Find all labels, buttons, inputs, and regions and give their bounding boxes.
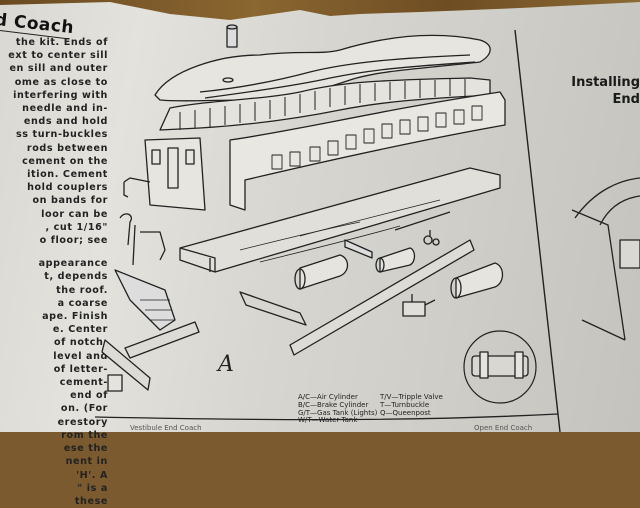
text-line: e. Center	[52, 324, 108, 336]
right-section-heading: Installing End	[571, 74, 640, 108]
turnbuckle-parts	[423, 230, 440, 246]
text-line: o floor; see	[39, 235, 108, 247]
text-line: 'H'. A	[76, 469, 108, 481]
triple-valve	[402, 294, 436, 317]
text-line: appearance	[38, 258, 108, 270]
platform-pieces	[101, 321, 200, 392]
text-line: hold couplers	[27, 182, 108, 194]
figure-label: A	[218, 352, 234, 377]
legend-item: A/C—Air Cylinder	[298, 393, 358, 401]
text-line: ape. Finish	[42, 311, 108, 323]
text-line: cement-	[59, 377, 108, 389]
legend-item: Q—Queenpost	[380, 408, 431, 417]
center-sill	[289, 239, 475, 356]
legend-item: W/T—Water Tank	[298, 416, 358, 425]
coach-floor	[179, 167, 501, 273]
text-line: end of	[70, 390, 108, 402]
exploded-coach-illustration	[94, 24, 640, 432]
text-line: ese the	[63, 443, 108, 455]
brake-rod	[394, 211, 451, 231]
text-line: ext to center sill	[8, 50, 108, 62]
text-line: of letter-	[53, 363, 108, 375]
end-installation-illustration	[571, 177, 640, 341]
text-line: interfering with	[13, 89, 108, 101]
column-divider	[514, 29, 561, 432]
text-line: ome as close to	[14, 76, 108, 88]
instruction-text-column: the kit. Ends of ext to center sill en s…	[0, 36, 108, 508]
text-line: level and	[53, 350, 108, 362]
tank-cylinders	[294, 247, 504, 299]
text-line: ss turn-buckles	[16, 129, 108, 141]
text-line: " is a	[77, 482, 108, 494]
text-line: en sill and outer	[9, 63, 108, 75]
text-line: t, depends	[44, 271, 108, 283]
text-line: , cut 1/16"	[45, 221, 108, 233]
text-line: nent in	[65, 456, 108, 468]
detail-circle	[463, 330, 537, 404]
footer-caption-left: Vestibule End Coach	[130, 424, 202, 432]
truss-rod-parts	[119, 213, 166, 266]
text-line: ends and hold	[23, 116, 108, 128]
text-line: ition. Cement	[27, 169, 108, 181]
legend-item: T—Turnbuckle	[380, 400, 430, 409]
text-line: of notch-	[53, 337, 108, 349]
roof-vent-icon	[226, 24, 238, 48]
body-bolster	[239, 291, 307, 326]
text-line: loor can be	[41, 208, 108, 220]
text-line: on bands for	[32, 195, 108, 207]
legend-item: T/V—Tripple Valve	[380, 393, 443, 401]
text-line: needle and in-	[22, 103, 108, 115]
heading-line: End	[612, 92, 640, 107]
text-line: rods between	[26, 142, 108, 154]
text-line: these	[74, 495, 108, 507]
coach-side-body	[229, 91, 506, 211]
bottom-rule	[94, 413, 559, 421]
footer-caption-right: Open End Coach	[474, 424, 533, 432]
needle-beam	[344, 239, 373, 259]
step-assembly	[114, 269, 176, 331]
vestibule-end	[123, 137, 206, 211]
heading-line: Installing	[571, 75, 640, 90]
text-line: on. (For	[60, 403, 108, 415]
text-line: erestory	[57, 416, 108, 428]
clerestory-section	[159, 77, 491, 131]
legend-item: B/C—Brake Cylinder	[298, 400, 369, 409]
text-line: the roof.	[56, 284, 108, 296]
legend-item: G/T—Gas Tank (Lights)	[298, 408, 378, 417]
text-line: the kit. Ends of	[15, 37, 108, 48]
text-line: cement on the	[22, 155, 108, 167]
text-line: a coarse	[57, 297, 108, 309]
